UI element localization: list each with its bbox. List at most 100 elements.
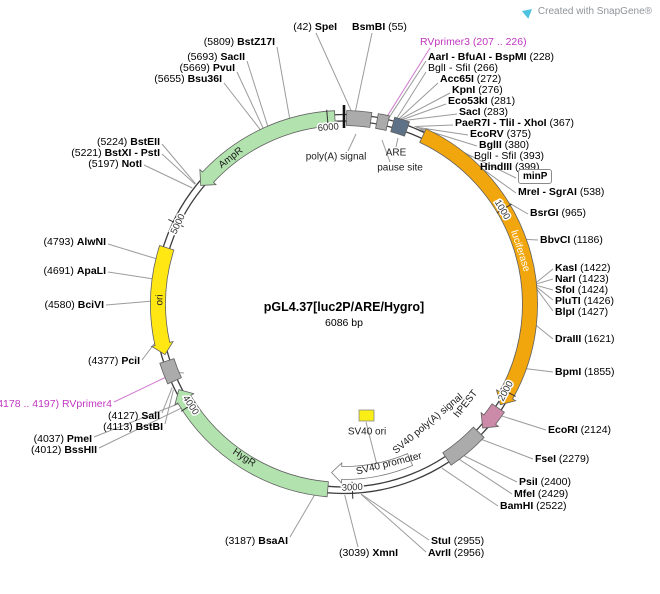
are-box — [390, 116, 411, 137]
ecori-label: EcoRI (2124) — [548, 424, 611, 437]
leader-line — [161, 387, 173, 414]
acc65i-label: Acc65I (272) — [440, 73, 501, 86]
sv40-ori-label: SV40 ori — [348, 427, 386, 438]
hygr-arrow — [174, 389, 329, 498]
leader-line — [523, 367, 554, 373]
leader-line — [456, 457, 513, 495]
site-label-part: minP — [523, 171, 548, 182]
site-label-part: (965) — [558, 207, 587, 219]
site-label-part: (538) — [576, 186, 605, 198]
noti-label: (5197) NotI — [88, 158, 142, 171]
aari-bfuai-bspmi-label: AarI - BfuAI - BspMI (228) — [428, 51, 554, 64]
leader-line — [533, 323, 554, 340]
site-label-part: EcoRI — [548, 424, 578, 436]
site-label-part: BstEII — [130, 136, 160, 148]
sacii-label: (5693) SacII — [187, 51, 245, 64]
tick-mark — [180, 401, 196, 412]
bsmbi-label: BsmBI (55) — [352, 21, 407, 34]
site-label-part: (4037) — [33, 433, 67, 445]
site-label-part: PciI — [121, 355, 140, 367]
site-label-part: NotI — [121, 158, 142, 170]
site-label-part: (4113) — [103, 421, 136, 433]
site-label-part: BssHII — [64, 444, 97, 456]
tick-mark — [500, 387, 516, 397]
are-label: ARE — [386, 148, 407, 159]
site-label-part: (1426) — [580, 295, 614, 307]
site-label-part: BsrGI — [530, 207, 559, 219]
bgli-sfii-393-label: BglI - SfiI (393) — [474, 150, 544, 163]
site-label-part: (380) — [501, 139, 530, 151]
leader-line — [105, 300, 154, 306]
luciferase-arrow — [419, 128, 538, 406]
site-label-part: (1423) — [575, 273, 609, 285]
site-label-part: (4377) — [88, 355, 122, 367]
bglii-label: BglII (380) — [479, 139, 529, 152]
site-label-part: RVprimer3 (207 .. 226) — [420, 36, 527, 48]
polya-left-box — [159, 358, 182, 385]
tick-mark — [168, 218, 184, 228]
apali-label: (4691) ApaLI — [44, 265, 106, 278]
site-label-part: MfeI — [514, 488, 535, 500]
leader-line — [98, 406, 184, 449]
site-label-part: (228) — [526, 51, 555, 63]
nari-label: NarI (1423) — [555, 273, 609, 286]
site-label-part: (2956) — [450, 547, 485, 559]
site-label-part: (2522) — [533, 500, 567, 512]
site-label-part: BamHI — [500, 500, 534, 512]
spei-label: (42) SpeI — [293, 21, 337, 34]
site-label-part: Acc65I — [440, 73, 474, 85]
leader-line — [414, 124, 454, 127]
watermark: Created with SnapGene® — [521, 4, 652, 19]
bsu36i-label: (5655) Bsu36I — [154, 73, 222, 86]
eco53ki-label: Eco53kI (281) — [448, 95, 515, 108]
alwni-label: (4793) AlwNI — [44, 236, 106, 249]
sv40-polya-box — [442, 426, 485, 466]
site-label-part: PsiI — [519, 476, 538, 488]
bsrgi-label: BsrGI (965) — [530, 207, 586, 220]
site-label-part: (283) — [480, 106, 509, 118]
tick-mark — [351, 481, 354, 499]
bsteii-label: (5224) BstEII — [97, 136, 160, 149]
site-label-part: (5669) — [179, 62, 213, 74]
paer7i-tlii-xhoi-label: PaeR7I - TliI - XhoI (367) — [455, 117, 574, 130]
draiii-label: DraIII (1621) — [555, 333, 615, 346]
hpest-arrow — [480, 403, 505, 429]
site-label-part: (5197) — [88, 158, 122, 170]
site-label-part: (1855) — [581, 366, 615, 378]
sfoi-label: SfoI (1424) — [555, 284, 608, 297]
site-label-part: (5693) — [187, 51, 221, 63]
rvprimer3-label: RVprimer3 (207 .. 226) — [420, 36, 527, 49]
site-label-part: PluTI — [555, 295, 581, 307]
site-label-part: BglII — [479, 139, 502, 151]
site-label-part: BciVI — [77, 299, 104, 311]
ampr-arrow — [199, 110, 336, 186]
tick-label: 3000 — [341, 482, 363, 494]
site-label-part: BglI - SfiI (266) — [428, 62, 499, 74]
leader-line — [276, 46, 291, 121]
site-label-part: BstXI - PstI — [104, 147, 160, 159]
site-label-part: (42) — [293, 21, 315, 33]
site-label-part: NarI — [555, 273, 576, 285]
site-label-part: BglI - SfiI (393) — [474, 150, 545, 162]
site-label-part: (2955) — [450, 535, 485, 547]
leader-line — [315, 32, 353, 114]
leader-line — [533, 278, 554, 286]
site-label-part: AlwNI — [76, 236, 106, 248]
leader-line — [161, 143, 196, 185]
leader-line — [246, 60, 269, 129]
site-label-part: FseI — [535, 453, 557, 465]
leader-line — [161, 153, 196, 185]
site-label-part: (1427) — [574, 306, 609, 318]
ori-label: ori — [154, 294, 165, 306]
leader-line — [397, 92, 451, 122]
sali-label: (4127) SalI — [108, 410, 160, 423]
site-label-part: (281) — [487, 95, 516, 107]
mfei-label: MfeI (2429) — [514, 488, 568, 501]
leader-line — [381, 139, 391, 163]
sv40-ori-swatch — [358, 409, 375, 422]
leader-line — [365, 421, 378, 466]
site-label-part: PaeR7I - TliI - XhoI — [455, 117, 547, 129]
site-label-part: HindIII — [480, 161, 513, 173]
